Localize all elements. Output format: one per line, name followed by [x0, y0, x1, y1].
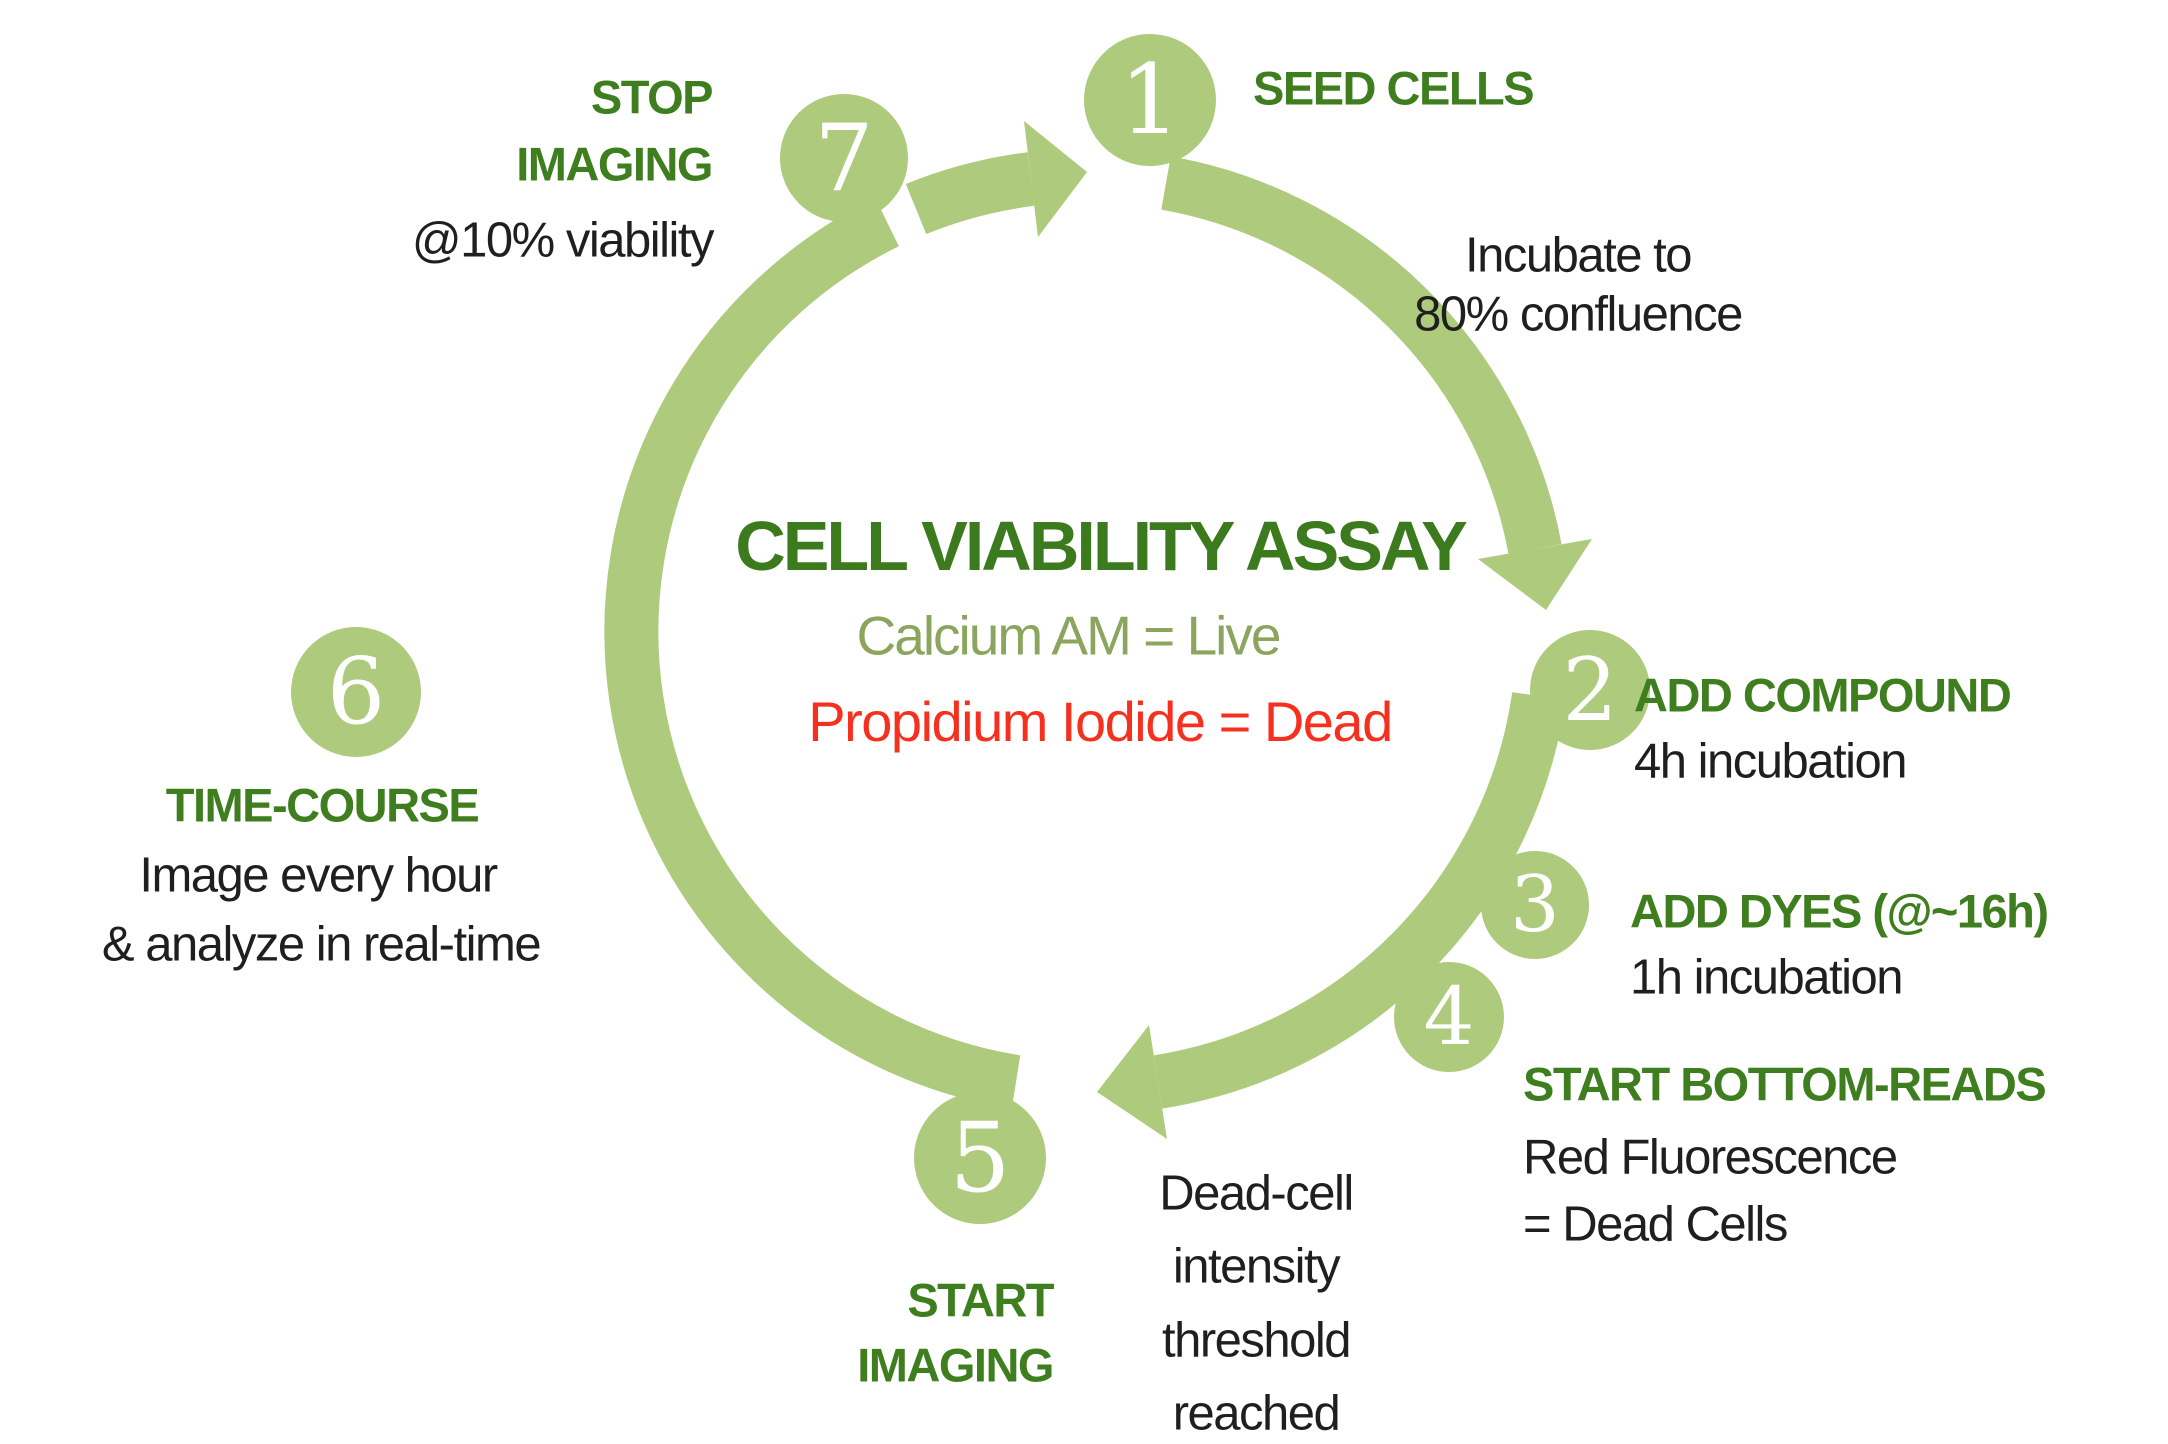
step-circle-2: 2: [1530, 630, 1650, 750]
step-label-stop-imaging-line1: STOP: [590, 70, 714, 124]
arc-segment-1-to-2: [1161, 156, 1562, 554]
step-note-4h-incubation: 4h incubation: [1634, 734, 1908, 789]
step-number-6: 6: [326, 638, 386, 745]
step-label-start-bottom-reads: START BOTTOM-READS: [1523, 1057, 2047, 1111]
step-label-time-course: TIME-COURSE: [165, 778, 480, 832]
step-circle-1: 1: [1084, 34, 1216, 166]
step-note-10pct-viability: @10% viability: [411, 213, 715, 268]
arrowhead-left-icon: [1097, 1025, 1167, 1139]
step-number-7: 7: [814, 103, 874, 212]
step-number-5: 5: [949, 1102, 1011, 1214]
arc-segment-7-to-1: [905, 152, 1035, 235]
step-note-incubate-line1: Incubate to: [1465, 228, 1692, 283]
step-number-4: 4: [1423, 970, 1475, 1063]
step-note-dead-cells: = Dead Cells: [1523, 1197, 1788, 1252]
step-note-threshold-line3: threshold: [1161, 1313, 1352, 1368]
arrowhead-right-icon: [1024, 121, 1087, 237]
step-label-stop-imaging-line2: IMAGING: [516, 137, 713, 191]
arc-segment-5-to-7: [604, 197, 1021, 1109]
step-circle-7: 7: [780, 94, 908, 222]
step-label-seed-cells: SEED CELLS: [1253, 61, 1535, 115]
step-number-2: 2: [1562, 638, 1618, 741]
step-circle-4: 4: [1394, 962, 1504, 1072]
step-note-threshold-line4: reached: [1172, 1386, 1341, 1441]
step-label-add-compound: ADD COMPOUND: [1634, 668, 2012, 722]
step-note-threshold-line2: intensity: [1172, 1239, 1341, 1294]
diagram-title: CELL VIABILITY ASSAY: [735, 507, 1468, 585]
step-number-3: 3: [1510, 860, 1560, 950]
step-circle-3: 3: [1481, 851, 1589, 959]
legend-live-label: Calcium AM = Live: [856, 604, 1282, 667]
legend-dead-label: Propidium Iodide = Dead: [808, 690, 1393, 753]
step-label-start-imaging-line1: START: [907, 1273, 1054, 1327]
step-label-start-imaging-line2: IMAGING: [857, 1338, 1054, 1392]
step-number-1: 1: [1119, 44, 1181, 156]
step-note-incubate-line2: 80% confluence: [1414, 287, 1743, 342]
step-note-threshold-line1: Dead-cell: [1159, 1166, 1354, 1221]
step-circle-6: 6: [291, 627, 421, 757]
step-circle-5: 5: [914, 1092, 1046, 1224]
arc-segment-2-to-5: [1153, 692, 1566, 1109]
arrowhead-down-icon: [1478, 539, 1592, 610]
step-note-red-fluorescence: Red Fluorescence: [1523, 1130, 1898, 1185]
step-note-image-every-hour: Image every hour: [139, 848, 498, 903]
step-note-analyze-real-time: & analyze in real-time: [101, 917, 542, 972]
step-note-1h-incubation: 1h incubation: [1630, 950, 1904, 1005]
step-label-add-dyes: ADD DYES (@~16h): [1630, 884, 2049, 938]
